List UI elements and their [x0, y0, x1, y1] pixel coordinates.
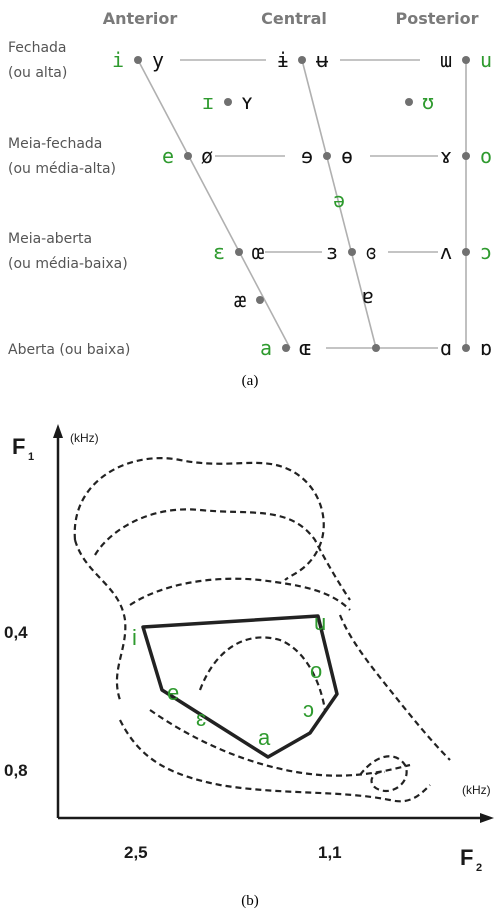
- vowel-dot: [224, 98, 232, 106]
- vowel-dot: [462, 152, 470, 160]
- vowel-small-cap-oe: ɶ: [299, 336, 311, 360]
- vowel-closed-reversed-epsilon: ɞ: [365, 240, 377, 264]
- vowel-dot: [462, 344, 470, 352]
- lower-band-dashed-contour: [149, 709, 411, 777]
- vowel-dot: [298, 56, 306, 64]
- vowel-reversed-e: ɘ: [301, 144, 313, 168]
- x-axis-subscript: 2: [476, 862, 482, 874]
- vowel-o-bar: ɵ: [341, 144, 353, 168]
- vowel-script-a: ɑ: [440, 336, 452, 360]
- row-label-meia-aberta: Meia-aberta: [8, 231, 92, 247]
- formant-vowel-a: a: [258, 725, 271, 750]
- vowel-open-o: ɔ: [480, 240, 492, 264]
- vowel-dot: [235, 248, 243, 256]
- formant-vowel-epsilon: ɛ: [196, 706, 206, 731]
- vowel-small-cap-y: ʏ: [241, 90, 253, 114]
- vowel-y: y: [152, 48, 164, 72]
- formant-panel: F 1 (kHz) F 2 (kHz) 0,4 0,8 2,5 1,1 i u …: [4, 424, 494, 909]
- row-label-meia-fechada: Meia-fechada: [8, 136, 102, 152]
- row-label-aberta: Aberta (ou baixa): [8, 342, 130, 358]
- vowel-dot: [462, 56, 470, 64]
- x-axis-arrow: [480, 813, 494, 823]
- vowel-schwa: ə: [333, 188, 345, 212]
- right-band-dashed-contour: [338, 614, 451, 761]
- vowel-dot: [184, 152, 192, 160]
- outer-dashed-contour: [73, 457, 325, 581]
- formant-vowel-u: u: [314, 610, 326, 635]
- mid-band-dashed-contour: [129, 577, 351, 611]
- vowel-a: a: [260, 336, 272, 360]
- row-label-meia-fechada-sub: (ou média-alta): [8, 161, 116, 177]
- y-tick-0-4: 0,4: [4, 623, 28, 642]
- vowel-dot: [372, 344, 380, 352]
- vowel-e: e: [162, 144, 174, 168]
- x-tick-1-1: 1,1: [318, 843, 342, 862]
- formant-vowel-i: i: [132, 625, 137, 650]
- y-axis-unit: (kHz): [70, 431, 99, 445]
- y-axis-label: F: [12, 434, 25, 459]
- x-tick-2-5: 2,5: [124, 843, 148, 862]
- vowel-dot: [134, 56, 142, 64]
- x-axis-unit: (kHz): [462, 783, 491, 797]
- vowel-dot: [323, 152, 331, 160]
- vowel-turned-v: ʌ: [440, 240, 452, 264]
- vowel-turned-m: ɯ: [440, 48, 452, 72]
- caption-a: (a): [242, 373, 259, 389]
- vowel-turned-a: ɐ: [362, 284, 374, 308]
- vowel-dot: [405, 98, 413, 106]
- y-tick-0-8: 0,8: [4, 761, 28, 780]
- formant-vowel-open-o: ɔ: [303, 697, 314, 722]
- vowel-dot: [462, 248, 470, 256]
- vowel-o-slash: ø: [201, 144, 213, 168]
- vowel-o: o: [480, 144, 492, 168]
- vowel-oe: œ: [252, 240, 264, 264]
- vowel-i-bar: ɨ: [277, 48, 289, 72]
- caption-b: (b): [241, 893, 259, 909]
- formant-vowel-o: o: [310, 658, 322, 683]
- left-loop-dashed-contour: [73, 539, 127, 701]
- column-header-central: Central: [261, 9, 327, 28]
- vowel-dot: [256, 296, 264, 304]
- vowel-dot: [282, 344, 290, 352]
- row-label-meia-aberta-sub: (ou média-baixa): [8, 256, 128, 272]
- vowel-turned-script-a: ɒ: [480, 336, 492, 360]
- vowel-u: u: [480, 48, 492, 72]
- vowel-epsilon: ɛ: [213, 240, 225, 264]
- vowel-dot: [348, 248, 356, 256]
- row-label-fechada-sub: (ou alta): [8, 65, 67, 81]
- formant-vowel-e: e: [167, 680, 179, 705]
- column-header-posterior: Posterior: [396, 9, 479, 28]
- vowel-u-bar: ʉ: [316, 48, 329, 72]
- vowel-reversed-epsilon: ɜ: [326, 240, 338, 264]
- vowel-small-cap-i: ɪ: [202, 90, 214, 114]
- column-header-anterior: Anterior: [103, 9, 178, 28]
- vowel-ash: æ: [234, 288, 246, 312]
- inner-arc-dashed-contour: [198, 636, 327, 711]
- upper-inner-dashed-contour: [94, 508, 351, 601]
- y-axis-subscript: 1: [28, 451, 34, 463]
- central-line: [301, 59, 377, 349]
- vowel-polygon: [141, 614, 339, 759]
- vowel-i: i: [112, 48, 124, 72]
- vowel-trapezoid-panel: Anterior Central Posterior Fechada (ou a…: [8, 9, 492, 389]
- vowel-rams-horns: ɤ: [440, 144, 452, 168]
- y-axis-arrow: [53, 424, 63, 438]
- bottom-dashed-contour: [119, 719, 431, 803]
- lower-right-swirl-contour: [359, 755, 408, 793]
- front-edge-line: [137, 59, 291, 349]
- x-axis-label: F: [460, 845, 473, 870]
- row-label-fechada: Fechada: [8, 40, 67, 56]
- vowel-upsilon: ʊ: [422, 90, 434, 114]
